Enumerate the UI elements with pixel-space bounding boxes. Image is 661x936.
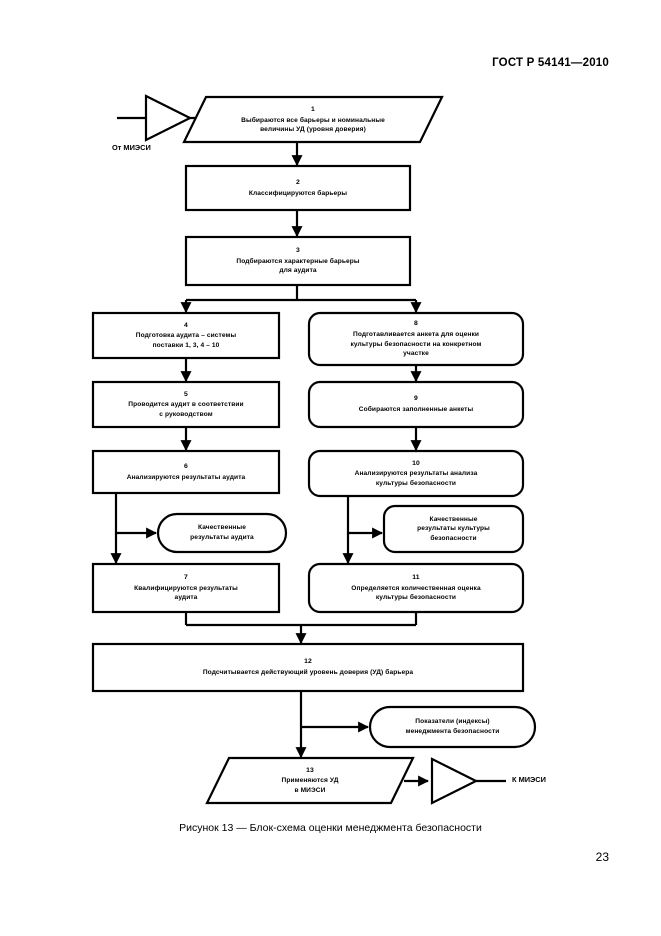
page-number: 23 — [595, 850, 609, 864]
node-5-number: 5 — [184, 390, 188, 398]
flowchart-shapes — [91, 94, 537, 805]
node-3[interactable]: 3 Подбираются характерные барьеры для ау… — [186, 237, 410, 285]
node-8-line-1: Подготавливается анкета для оценки — [353, 331, 479, 339]
node-2-number: 2 — [296, 178, 300, 186]
label-to-miesi: К МИЭСИ — [512, 775, 546, 784]
node-5-line-1: Проводится аудит в соответствии — [128, 401, 244, 409]
node-13-line-2: в МИЭСИ — [294, 786, 326, 794]
node7-shape — [91, 562, 281, 614]
qualitative-culture-line-3: безопасности — [430, 534, 477, 542]
node-8-line-2: культуры безопасности на конкретном — [350, 340, 482, 348]
qualitative-audit-result[interactable]: Качественные результаты аудита — [158, 514, 286, 552]
qualitative-culture-result[interactable]: Качественные результаты культуры безопас… — [384, 506, 523, 552]
node-2-line-1: Классифицируются барьеры — [248, 189, 348, 197]
node-13-line-1: Применяются УД — [281, 777, 339, 785]
node-11-number: 11 — [412, 574, 420, 582]
node-4-number: 4 — [184, 321, 188, 329]
node-7-line-2: аудита — [174, 594, 198, 602]
node-1-line-2: величины УД (уровня доверия) — [260, 126, 366, 134]
qualitative-culture-line-1: Качественные — [429, 515, 478, 523]
node-3-line-2: для аудита — [279, 267, 317, 275]
node-1[interactable]: 1 Выбираются все барьеры и номинальные в… — [200, 98, 426, 142]
node-5[interactable]: 5 Проводится аудит в соответствии с руко… — [93, 382, 279, 427]
flowchart-diagram: 1 Выбираются все барьеры и номинальные в… — [91, 94, 546, 805]
node1-shape — [182, 95, 444, 144]
node-13[interactable]: 13 Применяются УД в МИЭСИ — [212, 758, 408, 803]
qualitative-audit-shape — [156, 512, 288, 554]
node3-shape — [184, 235, 412, 287]
node-7[interactable]: 7 Квалифицируются результаты аудита — [93, 564, 279, 612]
node-10-line-1: Анализируются результаты анализа — [354, 470, 478, 478]
node-1-line-1: Выбираются все барьеры и номинальные — [241, 116, 385, 124]
indicators-result[interactable]: Показатели (индексы) менеджмента безопас… — [370, 707, 535, 747]
node12-shape — [91, 642, 525, 693]
node-8[interactable]: 8 Подготавливается анкета для оценки кул… — [309, 313, 523, 365]
node-6[interactable]: 6 Анализируются результаты аудита — [93, 451, 279, 493]
exit-triangle — [430, 757, 479, 805]
qualitative-culture-line-2: результаты культуры — [417, 525, 490, 533]
node-10[interactable]: 10 Анализируются результаты анализа куль… — [309, 451, 523, 496]
node-3-line-1: Подбираются характерные барьеры — [236, 257, 360, 265]
node-10-line-2: культуры безопасности — [375, 479, 457, 487]
qualitative-audit-line-1: Качественные — [197, 524, 246, 532]
document-header: ГОСТ Р 54141—2010 — [492, 57, 609, 69]
node-1-number: 1 — [311, 106, 315, 114]
figure-caption: Рисунок 13 — Блок-схема оценки менеджмен… — [179, 822, 482, 834]
node-3-number: 3 — [296, 247, 300, 255]
node5-shape — [91, 380, 281, 429]
node-4[interactable]: 4 Подготовка аудита – системы поставки 1… — [93, 313, 279, 358]
indicators-line-2: менеджмента безопасности — [405, 728, 500, 735]
qualitative-culture-shape — [382, 504, 525, 554]
node-9[interactable]: 9 Собираются заполненные анкеты — [309, 382, 523, 427]
indicators-line-1: Показатели (индексы) — [415, 718, 490, 726]
qualitative-audit-line-2: результаты аудита — [190, 534, 254, 541]
node-10-number: 10 — [412, 459, 420, 467]
node-12-line-1: Подсчитывается действующий уровень довер… — [202, 669, 414, 677]
entry-triangle — [144, 94, 193, 142]
node-4-line-2: поставки 1, 3, 4 – 10 — [152, 341, 220, 349]
node-6-number: 6 — [184, 462, 188, 470]
node-13-number: 13 — [306, 766, 314, 774]
node-4-line-1: Подготовка аудита – системы — [135, 332, 237, 340]
node-11[interactable]: 11 Определяется количественная оценка ку… — [309, 564, 523, 612]
node-6-line-1: Анализируются результаты аудита — [126, 473, 246, 481]
node-12[interactable]: 12 Подсчитывается действующий уровень до… — [93, 644, 523, 691]
node6-shape — [91, 449, 281, 495]
node4-shape — [91, 311, 281, 360]
node-9-number: 9 — [414, 395, 418, 403]
indicators-shape — [368, 705, 537, 749]
node-7-number: 7 — [184, 574, 188, 582]
node13-shape — [205, 756, 415, 805]
node10-shape — [307, 449, 525, 498]
node-8-line-3: участке — [403, 350, 429, 358]
label-from-miesi: От МИЭСИ — [112, 143, 151, 152]
node-12-number: 12 — [304, 658, 312, 666]
node-5-line-2: с руководством — [159, 410, 213, 418]
node-7-line-1: Квалифицируются результаты — [134, 584, 238, 592]
node-11-line-2: культуры безопасности — [375, 594, 457, 602]
node-2[interactable]: 2 Классифицируются барьеры — [186, 166, 410, 210]
node-9-line-1: Собираются заполненные анкеты — [358, 406, 474, 414]
node-8-number: 8 — [414, 320, 418, 328]
node-11-line-1: Определяется количественная оценка — [351, 584, 481, 592]
